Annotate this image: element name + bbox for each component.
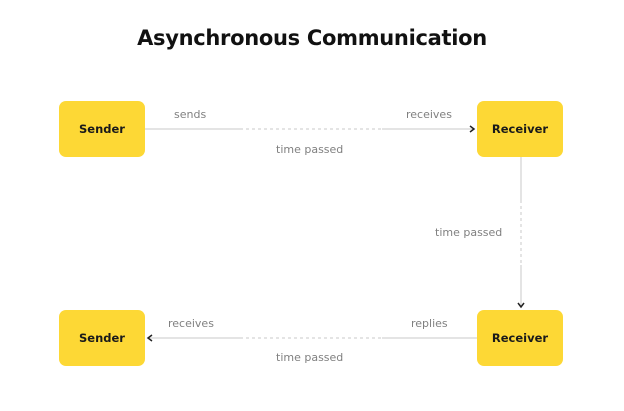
arrow-right-icon	[469, 125, 476, 133]
receives-label-top: receives	[406, 108, 452, 121]
sender-box-bottom: Sender	[59, 310, 145, 366]
receiver-box-top: Receiver	[477, 101, 563, 157]
sender-box-top: Sender	[59, 101, 145, 157]
receiver-box-bottom: Receiver	[477, 310, 563, 366]
sends-label: sends	[174, 108, 207, 121]
time-passed-label-vertical: time passed	[435, 226, 503, 239]
arrow-down-icon	[517, 302, 525, 309]
diagram-title: Asynchronous Communication	[137, 26, 487, 50]
time-passed-label-bottom: time passed	[276, 351, 344, 364]
receives-label-bottom: receives	[168, 317, 214, 330]
time-passed-label-top: time passed	[276, 143, 344, 156]
arrow-left-icon	[146, 334, 153, 342]
replies-label: replies	[411, 317, 448, 330]
